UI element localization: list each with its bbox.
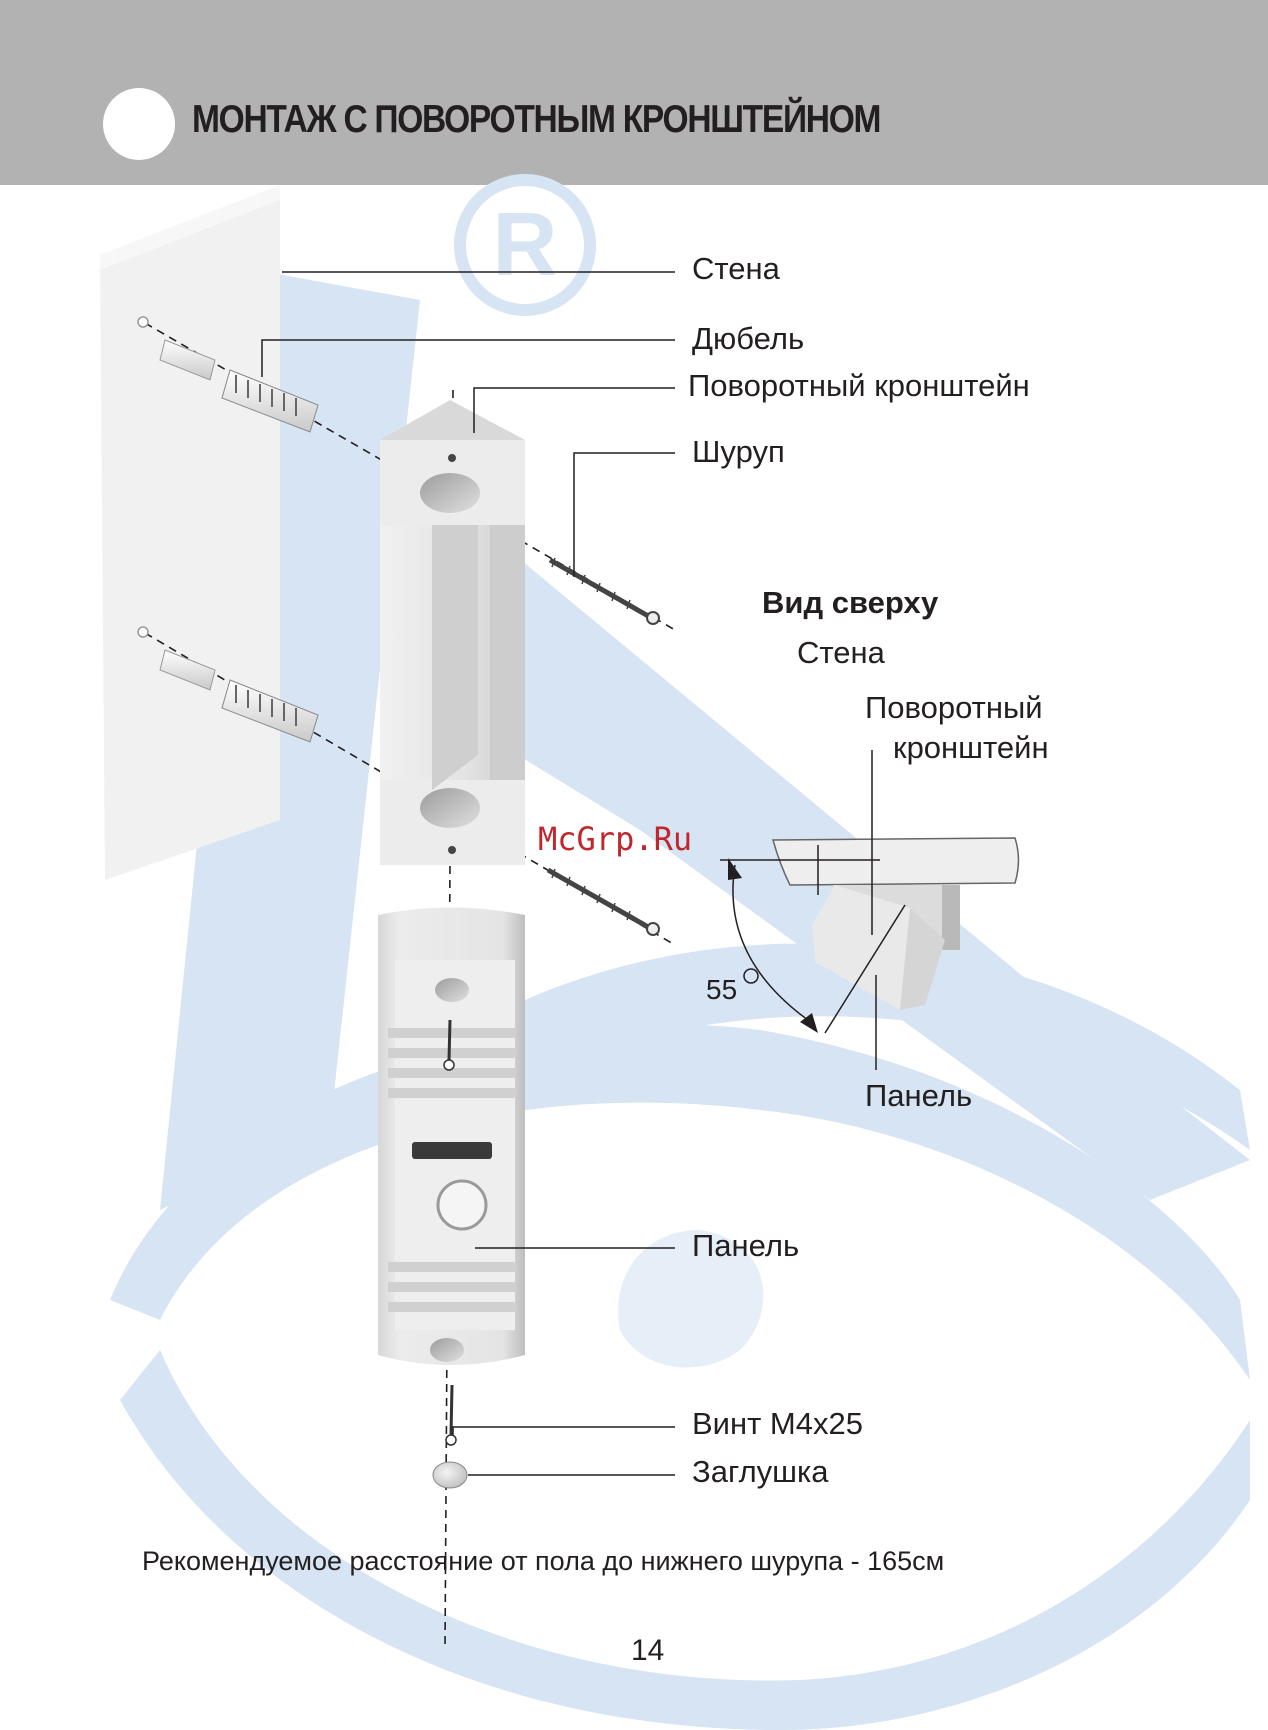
top-view-label-bracket-line1: Поворотный bbox=[865, 692, 1043, 723]
label-dowel: Дюбель bbox=[692, 323, 804, 354]
label-panel: Панель bbox=[692, 1230, 799, 1261]
svg-text:R: R bbox=[493, 195, 558, 295]
bolt-illustration bbox=[446, 1385, 456, 1445]
top-view-label-panel: Панель bbox=[865, 1080, 972, 1111]
top-view-label-bracket-line2: кронштейн bbox=[893, 732, 1049, 763]
label-bolt: Винт М4х25 bbox=[692, 1408, 863, 1439]
watermark-text: McGrp.Ru bbox=[538, 823, 692, 855]
recommendation-note: Рекомендуемое расстояние от пола до нижн… bbox=[142, 1548, 944, 1575]
top-view-angle: 55 bbox=[706, 976, 737, 1004]
label-wall: Стена bbox=[692, 253, 780, 284]
label-screw: Шуруп bbox=[692, 436, 785, 467]
top-view-label-wall: Стена bbox=[797, 637, 885, 668]
call-panel-illustration bbox=[378, 908, 525, 1366]
label-swivel-bracket: Поворотный кронштейн bbox=[688, 370, 1030, 401]
top-view-title: Вид сверху bbox=[762, 587, 938, 618]
label-plug: Заглушка bbox=[692, 1456, 829, 1487]
wall-illustration bbox=[100, 185, 280, 880]
plug-illustration bbox=[433, 1462, 467, 1488]
page-number: 14 bbox=[631, 1636, 664, 1666]
swivel-bracket-illustration bbox=[380, 400, 525, 865]
